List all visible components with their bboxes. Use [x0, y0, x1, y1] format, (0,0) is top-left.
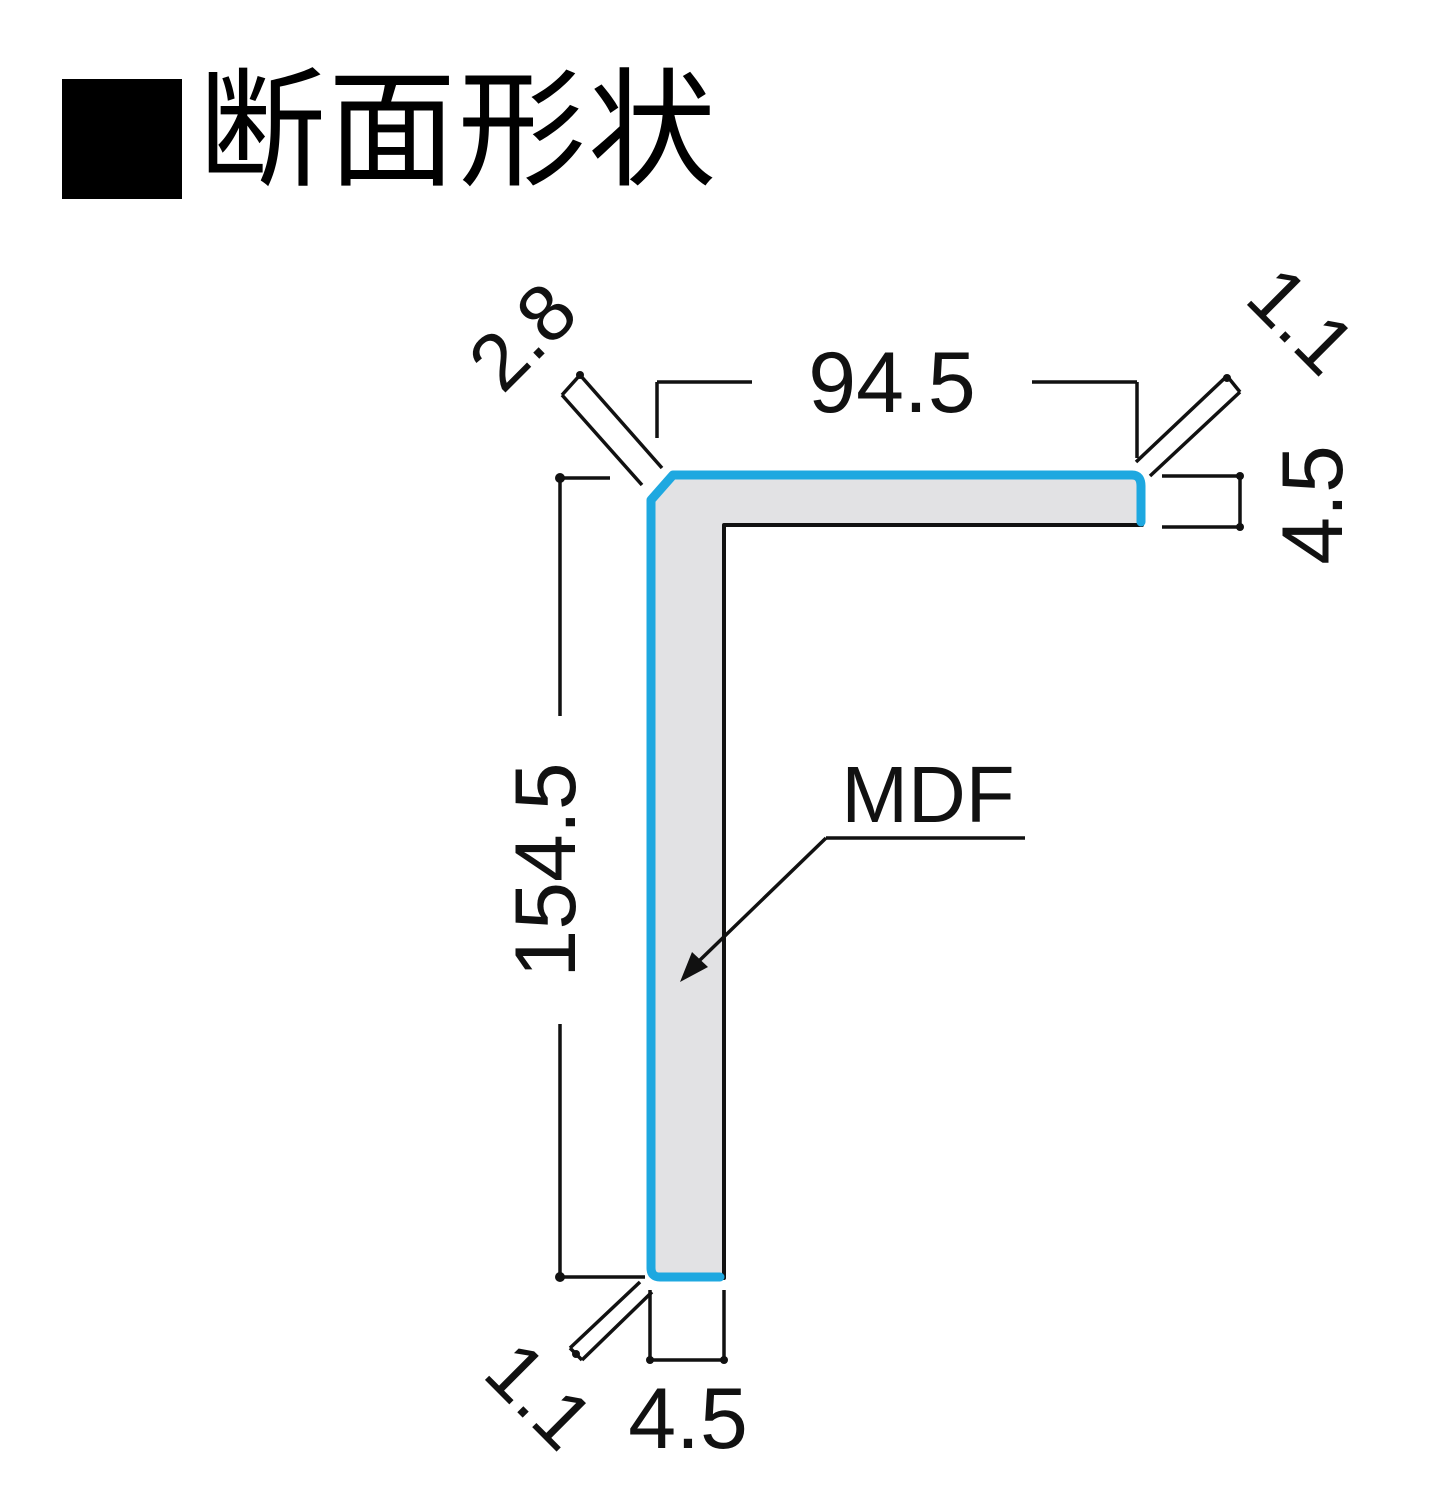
- dim-bottom-thickness: [648, 1290, 726, 1362]
- dim-top-width: [655, 380, 1139, 458]
- dim-top-right-offset: [1134, 374, 1242, 478]
- dim-corner-chamfer: [560, 373, 664, 487]
- material-leader: [698, 836, 1025, 962]
- dim-top-width-label: 94.5: [808, 335, 975, 431]
- dim-bottom-thickness-label: 4.5: [628, 1371, 748, 1467]
- dim-bottom-left-offset: [568, 1280, 654, 1362]
- dim-top-thickness-label: 4.5: [1265, 445, 1361, 565]
- material-leader-arrowhead: [680, 952, 708, 982]
- dim-height: [558, 476, 645, 1279]
- section-title: 断面形状: [62, 62, 718, 202]
- edge-band: [646, 470, 1146, 1282]
- title-square-icon: [62, 79, 182, 199]
- dim-height-label: 154.5: [498, 762, 594, 977]
- material-label: MDF: [841, 750, 1014, 839]
- dim-top-right-offset-label: 1.1: [1231, 250, 1373, 392]
- dim-bottom-left-offset-label: 1.1: [469, 1325, 611, 1467]
- section-title-text: 断面形状: [198, 57, 719, 206]
- profile-body: [648, 472, 1144, 1280]
- dim-top-thickness: [1162, 474, 1242, 529]
